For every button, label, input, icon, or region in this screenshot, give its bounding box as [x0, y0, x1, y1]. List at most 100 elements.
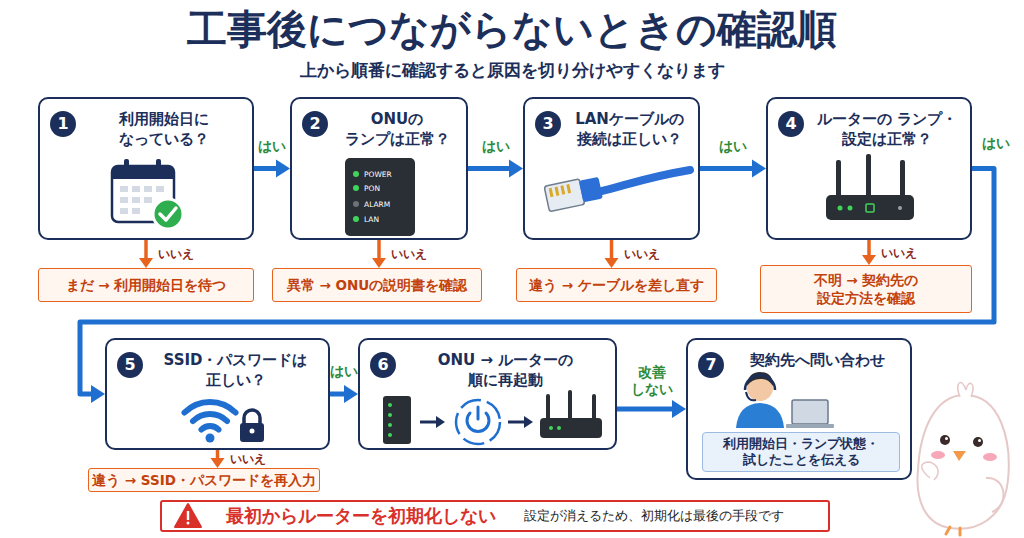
edge-label: いいえ — [391, 246, 427, 263]
connector-line — [330, 392, 345, 397]
onu-device-part — [353, 201, 359, 207]
result-box: 違う → ケーブルを差し直す — [516, 268, 717, 302]
restart-sequence-icon-part — [568, 390, 572, 420]
result-box: 異常 → ONUの説明書を確認 — [272, 268, 482, 302]
calendar-icon-part — [160, 208, 176, 220]
calendar-icon-part — [120, 197, 128, 203]
arrow-head — [372, 258, 386, 268]
edge-label: はい — [719, 138, 747, 156]
restart-sequence-icon-part — [388, 433, 392, 437]
restart-sequence-icon-part — [508, 421, 525, 424]
arrow-head — [276, 160, 290, 178]
restart-sequence-icon-part — [592, 394, 596, 420]
router-device-part — [866, 154, 871, 198]
restart-sequence-icon-part — [388, 413, 392, 417]
connector-line — [617, 407, 673, 412]
step-number: 2 — [302, 111, 328, 137]
arrow-head — [672, 400, 686, 418]
restart-sequence-icon-part — [383, 396, 411, 444]
arrow-head — [862, 255, 876, 265]
support-operator-icon-part — [786, 424, 834, 428]
calendar-icon-part — [144, 186, 152, 192]
lan-cable-part-part — [560, 185, 565, 194]
step-question: ONUの ランプは正常？ — [332, 109, 462, 149]
step-number: 6 — [370, 352, 396, 378]
calendar-icon-part — [132, 208, 140, 214]
step-box: 3LANケーブルの 接続は正しい？ — [523, 97, 700, 240]
flow-connector — [139, 240, 153, 268]
warning-icon-part — [187, 522, 190, 525]
mascot-bird-part — [978, 439, 981, 442]
result-text: 違う → SSID・パスワードを再入力 — [92, 471, 316, 489]
port-label: PON — [364, 184, 380, 193]
wifi-lock-icon-part — [250, 429, 255, 434]
onu-device-part — [345, 158, 415, 236]
wifi-lock-icon-part — [240, 423, 264, 442]
mascot-bird-part — [986, 478, 1003, 512]
router-device — [826, 154, 914, 220]
arrow-head — [139, 258, 153, 268]
restart-sequence-icon-part — [477, 407, 480, 419]
mascot-bird-part — [953, 451, 966, 461]
mascot-bird — [917, 383, 1008, 535]
restart-sequence-icon-part — [546, 394, 550, 420]
result-text: 異常 → ONUの説明書を確認 — [287, 276, 467, 294]
connector-line — [468, 166, 510, 171]
wifi-lock-icon-part — [206, 434, 215, 443]
edge-label: はい — [482, 138, 510, 156]
result-box: 不明 → 契約先の 設定方法を確認 — [760, 265, 972, 313]
connector-line — [254, 166, 277, 171]
mascot-bird-part — [958, 383, 973, 397]
warning-text: 最初からルーターを初期化しない — [226, 504, 496, 528]
edge-label: はい — [982, 135, 1010, 153]
lan-cable-part-part — [549, 188, 554, 197]
arrow-head — [91, 385, 105, 403]
note-box: 利用開始日・ランプ状態・ 試したことを伝える — [702, 432, 900, 472]
step-number: 4 — [778, 111, 804, 137]
restart-sequence-icon-part — [540, 418, 602, 438]
flow-connector — [617, 400, 686, 418]
flow-connector — [211, 450, 225, 468]
lan-cable-part-part — [566, 184, 571, 193]
support-operator-icon-part — [745, 375, 775, 390]
edge-label: いいえ — [230, 451, 266, 468]
arrow-head — [752, 160, 766, 178]
connector-line — [144, 240, 148, 259]
connector-line — [610, 240, 614, 259]
port-label: ALARM — [364, 200, 390, 209]
arrow-head — [211, 458, 225, 468]
mascot-bird-part — [940, 435, 950, 445]
calendar-icon-part — [144, 197, 152, 203]
calendar-icon-part — [120, 208, 128, 214]
flow-connector — [468, 160, 523, 178]
port-label: LAN — [364, 215, 379, 224]
connector-line — [867, 240, 871, 256]
edge-label: はい — [258, 138, 286, 156]
step-number: 5 — [117, 352, 143, 378]
flow-connector — [330, 385, 358, 403]
step-number: 7 — [698, 352, 724, 378]
arrow-head — [605, 258, 619, 268]
calendar-icon-part — [113, 167, 173, 179]
edge-label: いいえ — [881, 244, 917, 261]
result-box: まだ → 利用開始日を待つ — [38, 268, 254, 302]
calendar-icon-part — [156, 159, 161, 173]
restart-sequence-icon-part — [557, 426, 561, 430]
mascot-bird-part — [945, 437, 948, 440]
flow-connector — [605, 240, 619, 268]
warning-banner: 最初からルーターを初期化しない設定が消えるため、初期化は最後の手段です — [160, 500, 830, 532]
router-device-part — [826, 195, 914, 220]
step-question: SSID・パスワードは 正しい？ — [147, 350, 324, 390]
result-text: 不明 → 契約先の 設定方法を確認 — [776, 271, 956, 307]
result-box: 違う → SSID・パスワードを再入力 — [88, 468, 320, 492]
router-device-part — [848, 206, 853, 211]
step-number: 1 — [50, 111, 76, 137]
warning-icon-part — [187, 511, 189, 520]
flow-connector — [254, 160, 290, 178]
calendar-icon-part — [153, 199, 183, 229]
restart-sequence-icon-part — [456, 400, 500, 444]
onu-device-part — [353, 216, 359, 222]
calendar-icon-part — [132, 186, 140, 192]
step-number: 3 — [535, 111, 561, 137]
